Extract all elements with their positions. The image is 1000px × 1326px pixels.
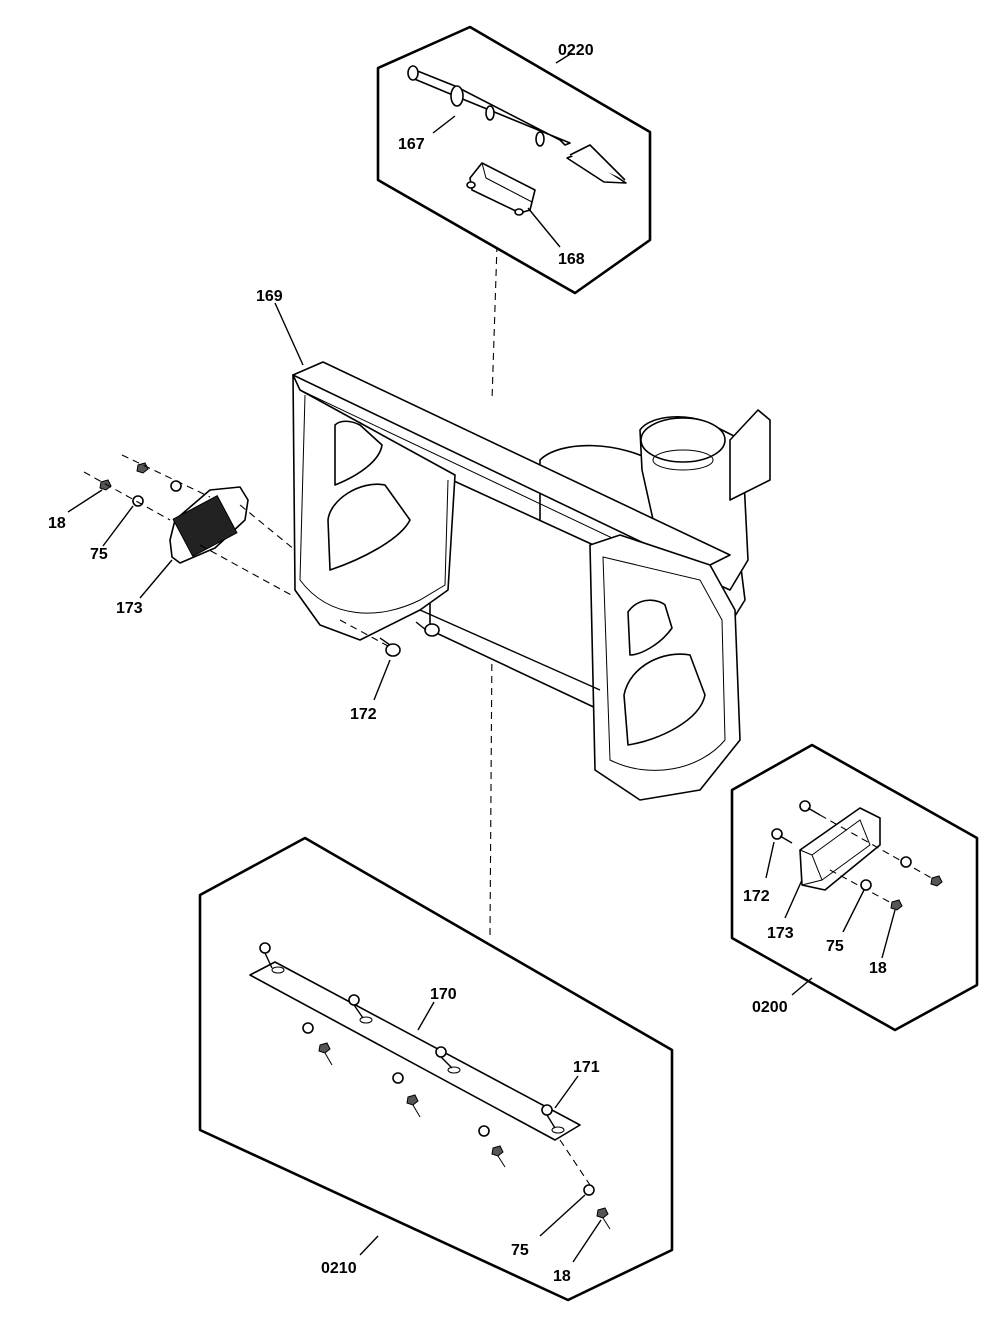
callout-172-left: 172 (350, 706, 377, 723)
callout-169: 169 (256, 288, 283, 305)
leader-75-left (102, 505, 134, 547)
right-upper-window (627, 599, 673, 656)
group-0200: 172 173 75 18 0200 (730, 743, 979, 1032)
group-0200-frame (730, 743, 979, 1032)
callout-0220: 0220 (558, 42, 594, 59)
leader-0210 (359, 1235, 379, 1256)
leader-75-right (842, 889, 865, 933)
chute-control-rod (407, 65, 627, 184)
leader-75-bottom (539, 1194, 586, 1237)
shave-plate-hardware (302, 1022, 611, 1230)
leader-18-left (67, 489, 103, 513)
top-beam (292, 361, 731, 571)
leader-173-right (784, 879, 803, 919)
callout-170: 170 (430, 986, 457, 1003)
left-upper-window (334, 420, 383, 486)
callout-18-bottom: 18 (553, 1268, 571, 1285)
carriage-bolt-0200 (771, 800, 821, 844)
leader-18-right (881, 909, 896, 959)
callout-0200: 0200 (752, 999, 788, 1016)
callout-75-left: 75 (90, 546, 108, 563)
leader-0220 (555, 52, 573, 64)
callout-75-bottom: 75 (511, 1242, 529, 1259)
hex-nut (99, 479, 112, 491)
shave-plate (249, 961, 581, 1141)
leader-168 (527, 207, 561, 248)
leader-0200 (791, 977, 813, 996)
callout-18-left: 18 (48, 515, 66, 532)
auger-housing: 169 (256, 288, 771, 801)
callout-0210: 0210 (321, 1260, 357, 1277)
center-dashed-line-lower (489, 639, 493, 936)
leader-171 (554, 1075, 579, 1109)
left-lower-window (327, 483, 411, 571)
leader-18-bottom (572, 1219, 602, 1263)
group-0220-frame (376, 25, 652, 295)
washer (170, 480, 182, 492)
right-lower-window (623, 653, 706, 746)
leader-173-left (139, 559, 173, 599)
callout-18-right: 18 (869, 960, 887, 977)
carriage-bolt (379, 621, 440, 657)
chute-flange (729, 409, 771, 501)
callout-172-right: 172 (743, 888, 770, 905)
leader-170 (417, 1001, 435, 1031)
left-shoe-assembly: 18 75 173 172 (48, 454, 391, 723)
callout-173-left: 173 (116, 600, 143, 617)
leader-167 (432, 115, 456, 134)
callout-167: 167 (398, 136, 425, 153)
callout-168: 168 (558, 251, 585, 268)
group-0210: 170 171 75 18 0210 (198, 836, 674, 1302)
shave-plate-bolts (259, 942, 565, 1134)
leader-172-left (373, 659, 391, 701)
leader-169 (274, 302, 304, 366)
group-0220: 0220 167 168 (376, 25, 652, 295)
center-dashed-line-upper (491, 244, 498, 401)
callout-173-right: 173 (767, 925, 794, 942)
leader-172-right (765, 841, 775, 879)
hex-nut (136, 462, 149, 474)
callout-171: 171 (573, 1059, 600, 1076)
callout-75-right: 75 (826, 938, 844, 955)
